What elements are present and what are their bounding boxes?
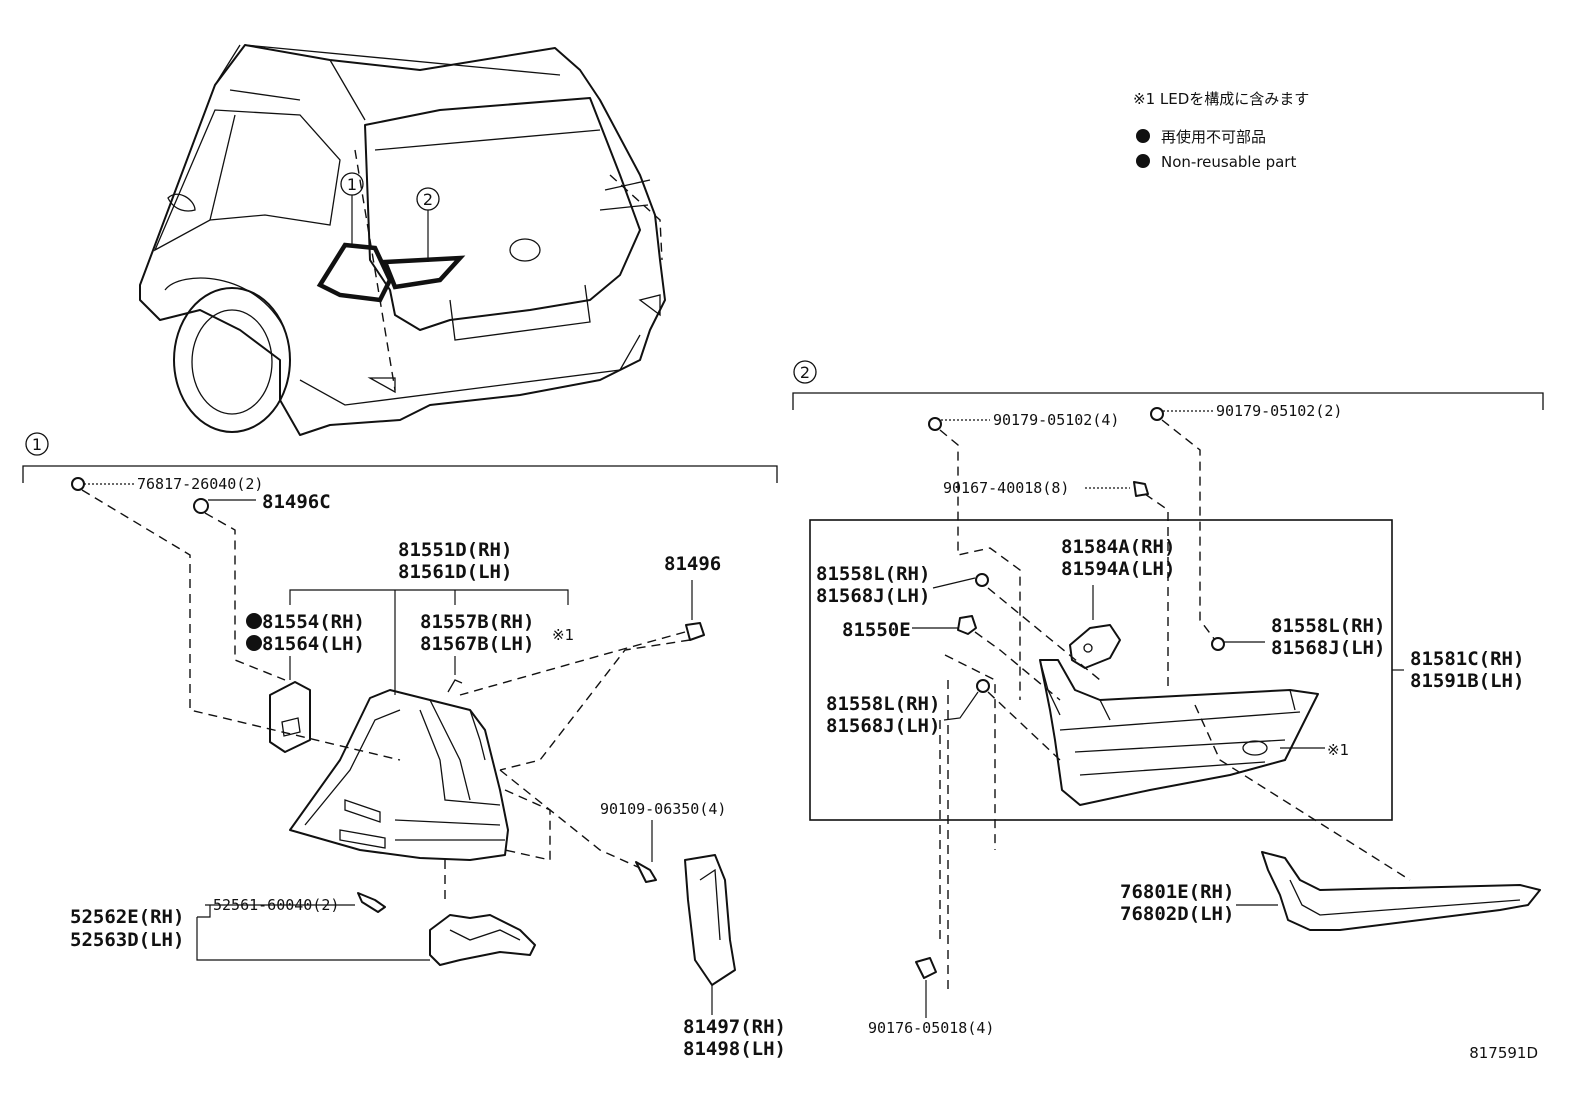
label-81561D: 81561D(LH) (398, 561, 512, 583)
label-90179-a: 90179-05102(4) (993, 411, 1119, 429)
label-90179-b: 90179-05102(2) (1216, 402, 1342, 420)
label-81558L-b: 81558L(RH) (826, 693, 940, 715)
label-81568J-c: 81568J(LH) (1271, 637, 1385, 659)
callout-1: 1 (347, 175, 357, 194)
label-90176: 90176-05018(4) (868, 1019, 994, 1037)
nonreusable-dot-icon (1136, 154, 1150, 168)
label-76817: 76817-26040(2) (137, 475, 263, 493)
label-81558L-c: 81558L(RH) (1271, 615, 1385, 637)
label-81584A: 81584A(RH) (1061, 536, 1175, 558)
label-81496: 81496 (664, 553, 721, 575)
label-x1-sec1: ※1 (552, 626, 574, 644)
section-1: 1 76817-26040(2) 81496C 81551D(RH) 81561… (22, 432, 786, 1060)
label-52563D: 52563D(LH) (70, 929, 184, 951)
legend-nonreusable-ja: 再使用不可部品 (1161, 128, 1266, 146)
label-81497: 81497(RH) (683, 1016, 786, 1038)
label-81550E: 81550E (842, 619, 911, 641)
label-90167: 90167-40018(8) (943, 479, 1069, 497)
legend-nonreusable-en: Non-reusable part (1161, 153, 1296, 171)
label-52562E: 52562E(RH) (70, 906, 184, 928)
label-81498: 81498(LH) (683, 1038, 786, 1060)
label-81567B: 81567B(LH) (420, 633, 534, 655)
callout-2: 2 (423, 190, 433, 209)
section-2-bracket (792, 392, 1544, 410)
label-81564: 81564(LH) (262, 633, 365, 655)
label-76801E: 76801E(RH) (1120, 881, 1234, 903)
vehicle-illustration: 1 2 (139, 44, 666, 436)
section-1-bracket (22, 465, 778, 483)
label-81554: 81554(RH) (262, 611, 365, 633)
label-81551D: 81551D(RH) (398, 539, 512, 561)
label-76802D: 76802D(LH) (1120, 903, 1234, 925)
label-81591B: 81591B(LH) (1410, 670, 1524, 692)
diagram-id: 817591D (1469, 1044, 1538, 1062)
section-2: 2 90179-05102(4) 90179-05102(2) 90167-40… (792, 360, 1544, 1037)
nonreusable-dot-icon (1136, 129, 1150, 143)
label-81581C: 81581C(RH) (1410, 648, 1524, 670)
label-x1-sec2: ※1 (1327, 741, 1349, 759)
legend-note-1: ※1 LEDを構成に含みます (1133, 90, 1309, 108)
label-81594A: 81594A(LH) (1061, 558, 1175, 580)
label-81558L-a: 81558L(RH) (816, 563, 930, 585)
label-81568J-b: 81568J(LH) (826, 715, 940, 737)
section-2-callout: 2 (800, 363, 810, 382)
section-1-callout: 1 (32, 435, 42, 454)
label-81496C: 81496C (262, 491, 331, 513)
label-81557B: 81557B(RH) (420, 611, 534, 633)
label-81568J-a: 81568J(LH) (816, 585, 930, 607)
legend: ※1 LEDを構成に含みます 再使用不可部品 Non-reusable part (1133, 90, 1309, 171)
label-90109: 90109-06350(4) (600, 800, 726, 818)
